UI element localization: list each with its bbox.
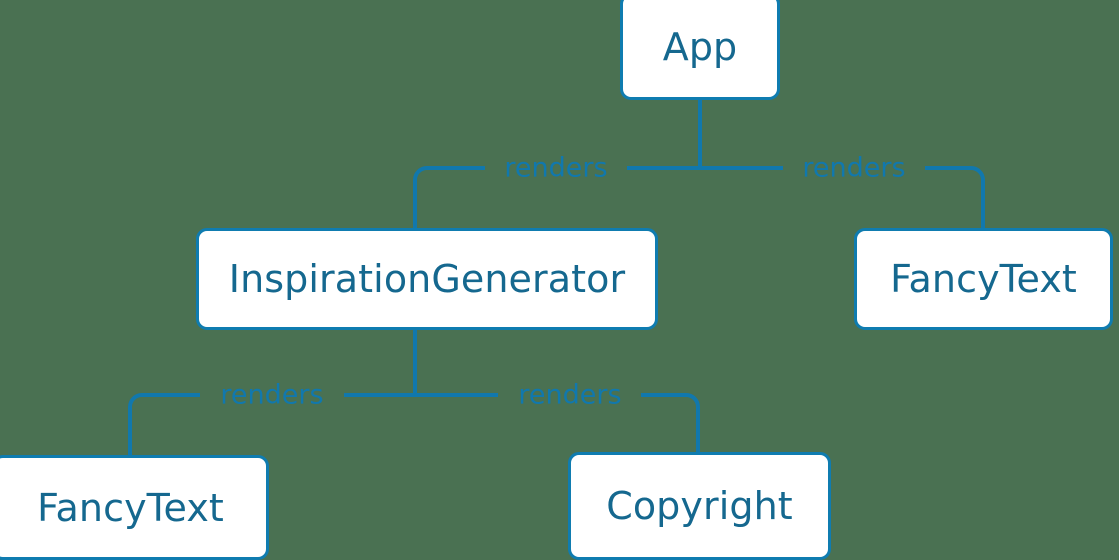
node-inspiration-generator[interactable]: InspirationGenerator bbox=[196, 228, 658, 330]
node-copyright[interactable]: Copyright bbox=[568, 452, 831, 560]
node-fancytext-left[interactable]: FancyText bbox=[0, 455, 269, 560]
edge-label-app-to-inspiration-generator: renders bbox=[504, 152, 608, 184]
node-fancytext-left-label: FancyText bbox=[37, 485, 224, 530]
node-fancytext-right[interactable]: FancyText bbox=[854, 228, 1113, 330]
node-app[interactable]: App bbox=[620, 0, 780, 100]
edge-label-inspiration-generator-to-copyright: renders bbox=[518, 379, 622, 411]
node-inspiration-generator-label: InspirationGenerator bbox=[228, 257, 626, 301]
node-fancytext-right-label: FancyText bbox=[890, 257, 1077, 301]
edge-label-inspiration-generator-to-fancytext-left: renders bbox=[220, 379, 324, 411]
node-copyright-label: Copyright bbox=[606, 484, 793, 528]
edge-label-app-to-fancytext-right: renders bbox=[802, 152, 906, 184]
node-app-label: App bbox=[662, 24, 738, 69]
